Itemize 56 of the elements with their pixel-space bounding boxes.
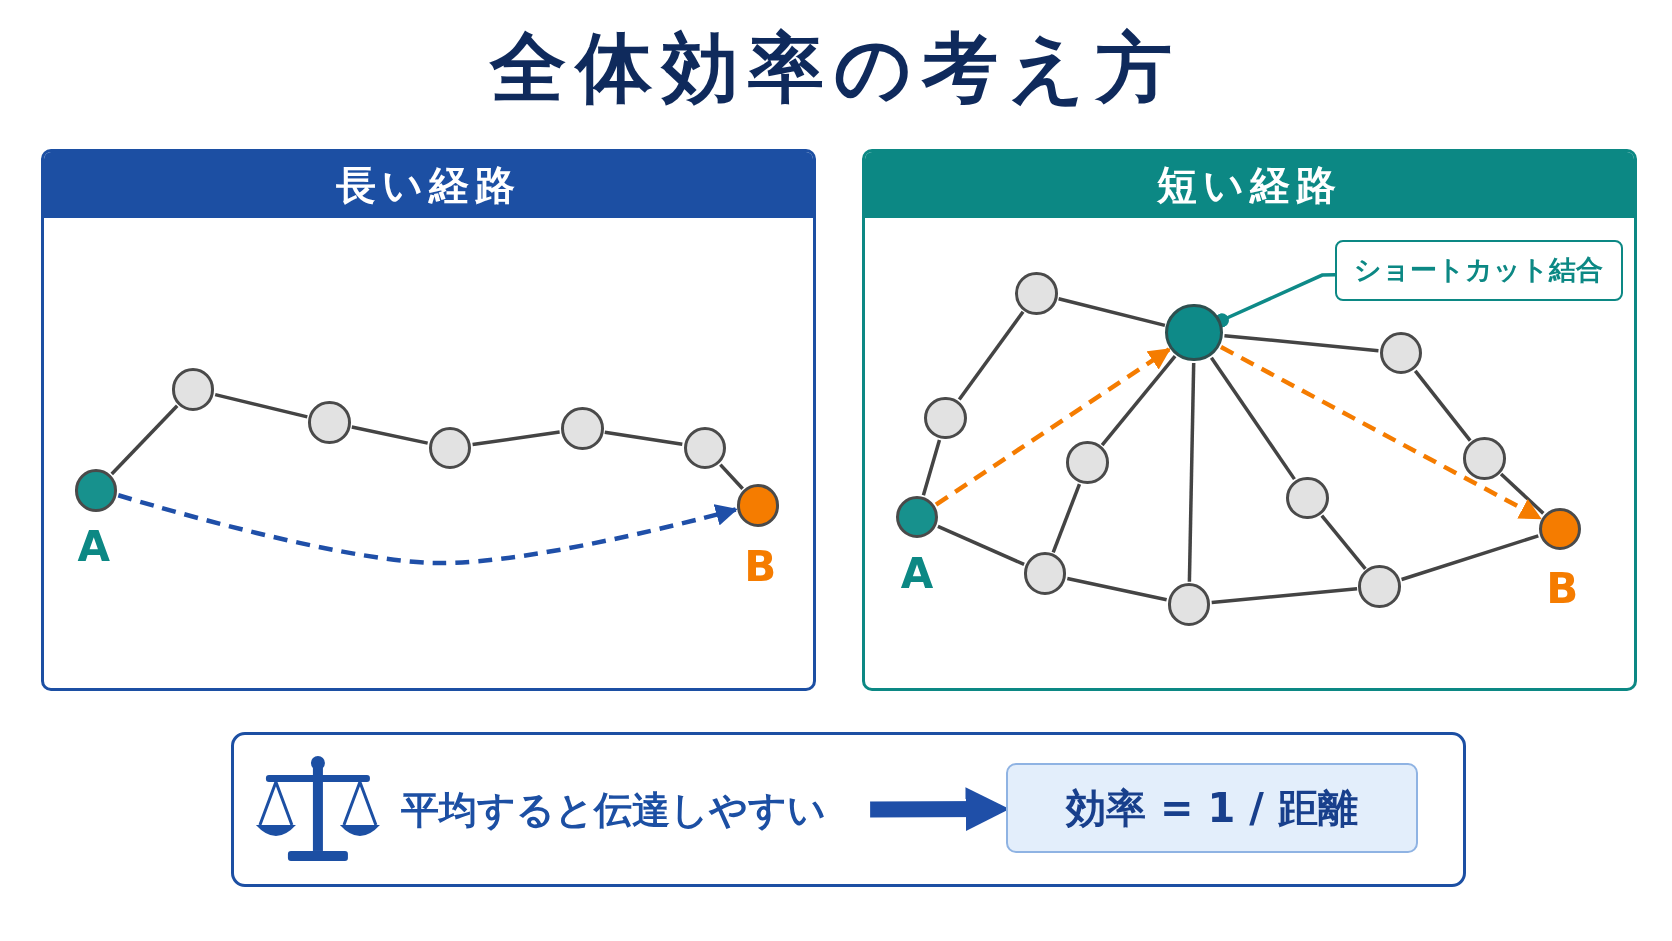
graph-node [428,426,472,470]
statement-text: 平均すると伝達しやすい [400,783,871,838]
point-label: B [743,541,778,594]
formula-box: 効率 = 1 / 距離 [1005,763,1419,854]
graph-node [1538,507,1582,551]
connector-line [1401,534,1539,582]
graph-node [736,484,780,527]
connector-line [921,439,942,496]
title: 全体効率の考え方 [488,22,1183,114]
point-label: A [899,547,935,600]
point-label: A [76,521,112,573]
graph-node [895,495,939,539]
panel-header: 長い経路 [43,152,813,219]
connector-line [719,463,744,490]
graph-node [560,407,604,450]
hub-node [1165,303,1224,362]
connector-line [957,310,1025,401]
connector-line [937,524,1025,567]
connector-line [1320,514,1367,570]
connector-line [214,392,308,419]
connector-line [1051,483,1082,553]
graph-node [308,400,351,444]
point-label: B [1545,562,1580,615]
panel [40,149,816,691]
graph-node [924,396,968,440]
dashed-arrow [934,347,1171,507]
panel [861,149,1637,691]
connector-line [1100,355,1177,447]
connector-line [110,404,179,476]
summary-frame [231,731,1467,888]
graph-node [1066,441,1109,485]
connector-line [1413,369,1472,442]
callout-box: ショートカット結合 [1335,239,1623,301]
connector-line [1209,356,1296,481]
graph-node [171,367,215,411]
panel-header: 短い経路 [864,152,1634,219]
connector-line [1224,333,1379,353]
graph-node [1285,476,1329,520]
connector-line [351,425,429,445]
graph-node [1463,437,1506,480]
graph-node [74,469,118,512]
connector-line [1066,576,1167,602]
dashed-arrow [1219,345,1542,521]
graph-node [1023,552,1067,595]
connector-line [604,430,683,447]
connector-line [1211,586,1358,605]
dashed-arrow [117,493,738,566]
connector-line [472,430,560,447]
graph-node [683,426,727,470]
connector-line [1058,297,1166,328]
graph-node [1379,331,1423,375]
graph-node [1167,583,1211,626]
connector-line [1499,472,1545,515]
graph-node [1358,565,1402,608]
connector-line [1187,362,1196,582]
graph-node [1015,271,1058,315]
